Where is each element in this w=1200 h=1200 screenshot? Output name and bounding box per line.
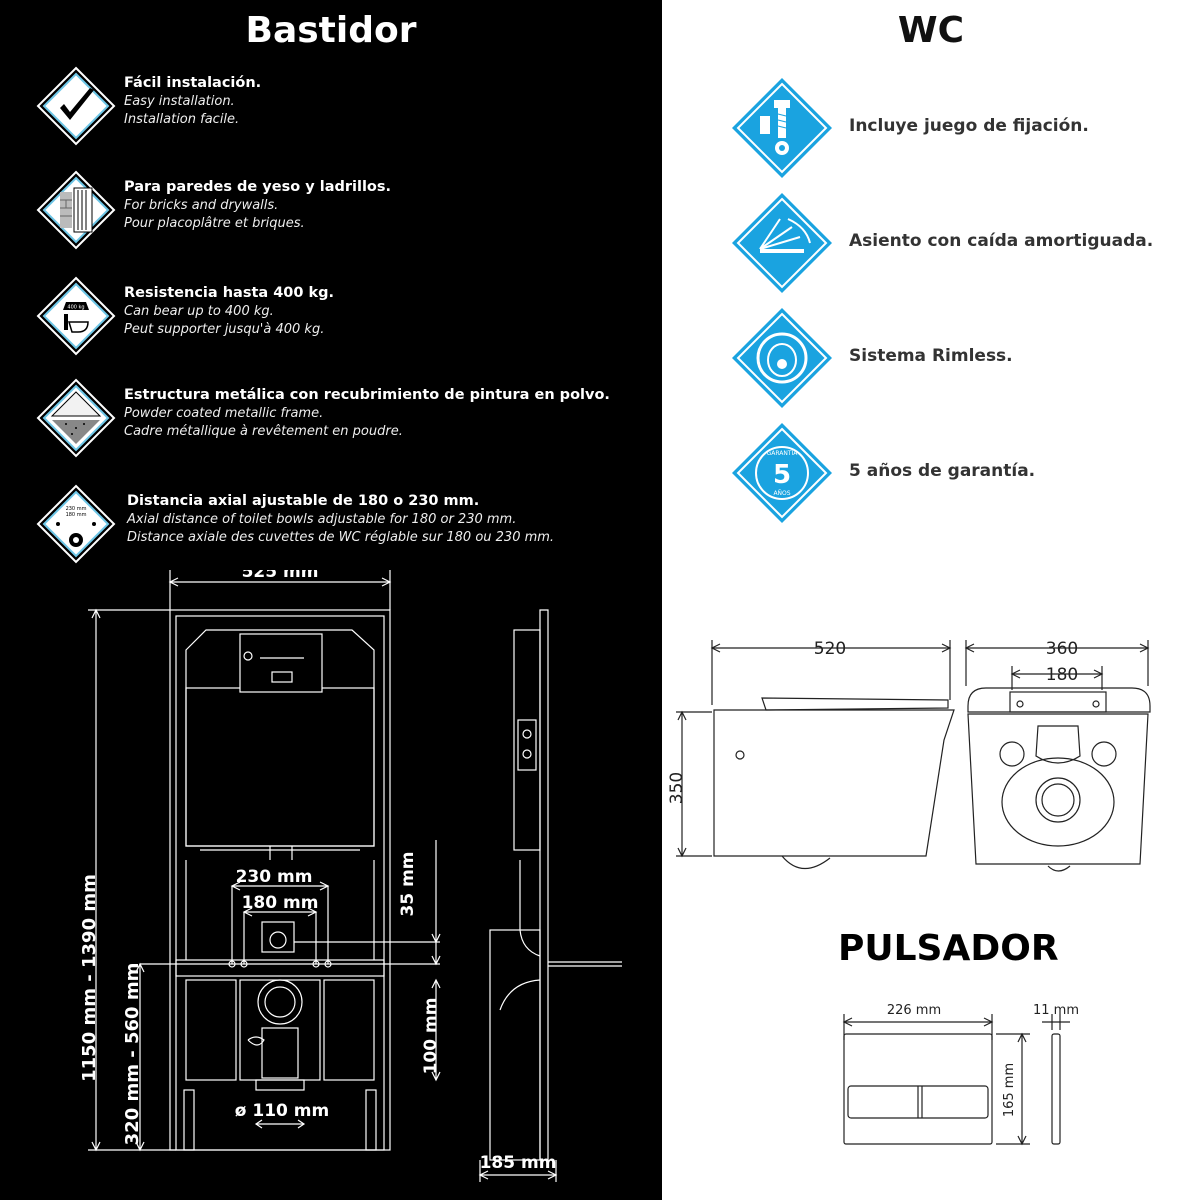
wc-dim-length: 520 [814, 639, 846, 659]
bolt-icon [732, 78, 832, 178]
warranty-icon: GARANTÍA 5 AÑOS [732, 423, 832, 523]
wc-feature-fixing: Incluye juego de fijación. [730, 76, 1190, 180]
dim-width: 525 mm [242, 570, 319, 582]
pulsador-title: PULSADOR [838, 928, 1059, 969]
dim-depth: 185 mm [480, 1153, 557, 1173]
dim-height: 1150 mm - 1390 mm [79, 874, 100, 1082]
feature-fr: Pour placoplâtre et briques. [124, 216, 305, 231]
weight-icon: 400 kg [36, 276, 116, 356]
weight-icon-text: 400 kg [67, 305, 84, 311]
pulsador-dim-width: 226 mm [887, 1003, 941, 1018]
wc-feature-soft-close: Asiento con caída amortiguada. [730, 191, 1190, 295]
wc-dim-axial: 180 [1046, 665, 1078, 685]
dim-axial-180: 180 mm [242, 893, 319, 913]
dim-100: 100 mm [421, 998, 441, 1075]
warranty-badge-number: 5 [773, 460, 791, 490]
powder-coat-icon [36, 378, 116, 458]
feature-es: Distancia axial ajustable de 180 o 230 m… [127, 493, 480, 509]
dim-axial-230: 230 mm [236, 867, 313, 887]
feature-fr: Distance axiale des cuvettes de WC régla… [127, 530, 555, 545]
wc-feature-label: 5 años de garantía. [849, 461, 1036, 481]
pulsador-drawing: 226 mm 11 mm 165 mm [842, 1003, 1079, 1146]
wc-panel: WC Incluye juego de fijación. Asiento co… [662, 0, 1200, 1200]
wc-dim-width: 360 [1046, 639, 1078, 659]
wc-feature-warranty: GARANTÍA 5 AÑOS 5 años de garantía. [730, 421, 1190, 525]
dim-bowl-height: 320 mm - 560 mm [122, 963, 143, 1146]
wc-feature-label: Incluye juego de fijación. [849, 116, 1089, 136]
wc-dim-height: 350 [667, 772, 687, 804]
warranty-badge-top: GARANTÍA [767, 450, 799, 457]
feature-powder-coat: Estructura metálica con recubrimiento de… [36, 378, 656, 462]
wc-feature-label: Asiento con caída amortiguada. [849, 231, 1154, 251]
feature-en: Can bear up to 400 kg. [124, 303, 274, 319]
warranty-badge-bottom: AÑOS [773, 490, 790, 497]
feature-es: Resistencia hasta 400 kg. [124, 285, 335, 301]
feature-axial-distance: 230 mm 180 mm Distancia axial ajustable … [36, 484, 656, 568]
feature-walls: Para paredes de yeso y ladrillos. For br… [36, 170, 656, 254]
feature-fr: Installation facile. [124, 112, 240, 127]
wc-drawing: 520 360 180 350 [667, 639, 1151, 872]
wc-feature-rimless: Sistema Rimless. [730, 306, 1190, 410]
axial-icon-230: 230 mm [66, 506, 87, 512]
wall-icon [36, 170, 116, 250]
feature-es: Estructura metálica con recubrimiento de… [124, 387, 610, 403]
axial-distance-icon: 230 mm 180 mm [36, 484, 116, 564]
axial-icon-180: 180 mm [66, 512, 87, 518]
frame-drawing: 525 mm 1150 mm - 1390 mm 320 mm - 560 mm… [79, 570, 622, 1182]
bastidor-panel: Bastidor Fácil instalación. Easy install… [0, 0, 662, 1200]
dim-35: 35 mm [398, 851, 418, 916]
dim-pipe: ø 110 mm [235, 1101, 329, 1121]
pulsador-dim-height: 165 mm [1002, 1063, 1017, 1117]
feature-en: Powder coated metallic frame. [124, 405, 324, 421]
feature-fr: Peut supporter jusqu'à 400 kg. [124, 322, 325, 337]
pulsador-dim-depth: 11 mm [1033, 1003, 1079, 1018]
soft-close-icon [732, 193, 832, 293]
feature-en: Easy installation. [124, 93, 235, 109]
bastidor-title: Bastidor [245, 10, 417, 51]
feature-fr: Cadre métallique à revêtement en poudre. [124, 424, 403, 439]
feature-es: Para paredes de yeso y ladrillos. [124, 179, 392, 195]
wc-title: WC [897, 10, 965, 51]
feature-easy-installation: Fácil instalación. Easy installation. In… [36, 66, 656, 150]
checkmark-icon [36, 66, 116, 146]
rimless-icon [732, 308, 832, 408]
wc-feature-label: Sistema Rimless. [849, 346, 1013, 366]
feature-en: Axial distance of toilet bowls adjustabl… [127, 511, 517, 527]
feature-en: For bricks and drywalls. [124, 197, 279, 213]
feature-es: Fácil instalación. [124, 75, 262, 91]
feature-weight: 400 kg Resistencia hasta 400 kg. Can bea… [36, 276, 656, 360]
